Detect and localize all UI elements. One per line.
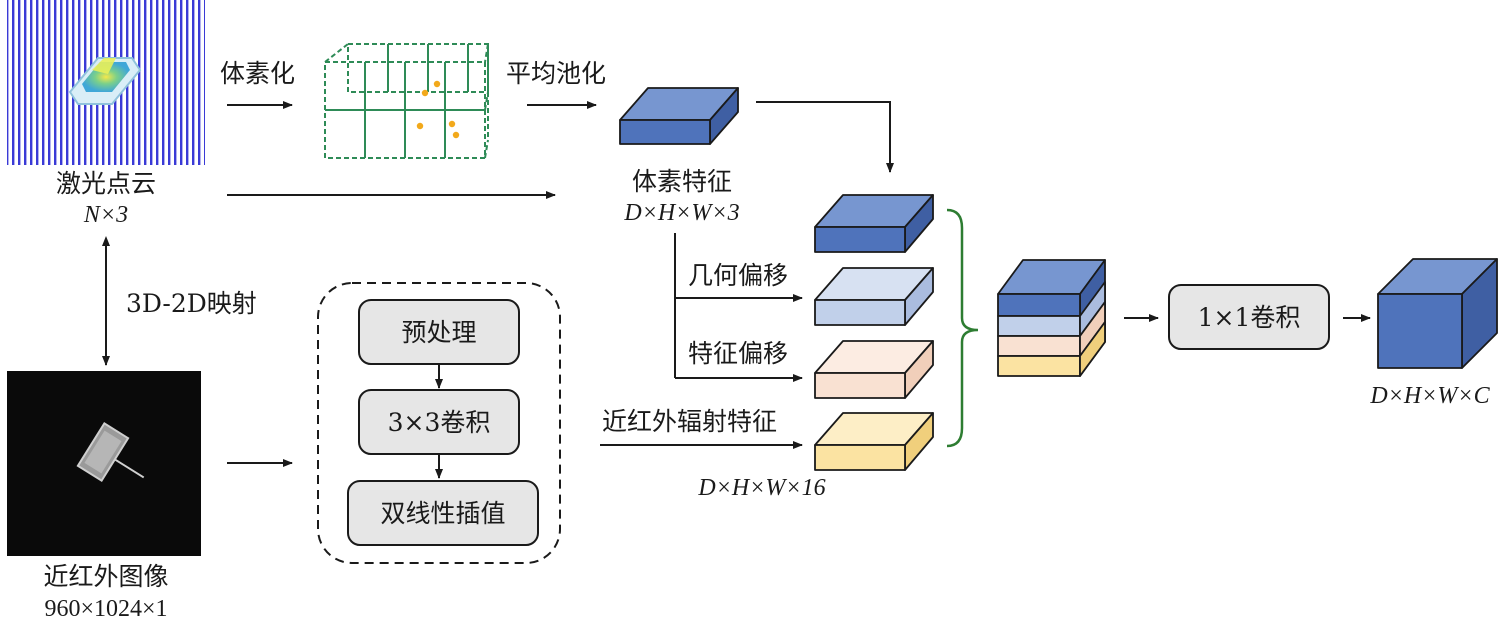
- nir-image: [7, 371, 201, 556]
- nir-feature-slab: [814, 412, 934, 471]
- voxel-grid: [324, 43, 489, 159]
- bilinear-box: [347, 480, 539, 546]
- conv1x1-label: 1×1卷积: [1198, 303, 1301, 332]
- proc-group: [317, 282, 561, 564]
- concat-brace: [946, 208, 979, 448]
- voxelize-label: 体素化: [220, 59, 295, 88]
- geo-offset-slab: [814, 267, 934, 326]
- geo-offset-label: 几何偏移: [688, 261, 788, 290]
- voxel-feature-slab: [814, 194, 934, 253]
- bilinear-label: 双线性插值: [380, 499, 505, 528]
- feat-offset-slab: [814, 340, 934, 399]
- feat-offset-label: 特征偏移: [688, 339, 788, 368]
- point-cloud-title: 激光点云: [56, 169, 156, 198]
- nir-feature-dims: D×H×W×16: [697, 475, 825, 501]
- mapping-label: 3D-2D映射: [126, 289, 257, 318]
- voxel-points: [416, 80, 460, 139]
- point-cloud-image: [7, 0, 205, 165]
- conv3x3-label: 3×3卷积: [388, 408, 491, 437]
- nir-image-title: 近红外图像: [43, 562, 168, 591]
- nir-feature-label: 近红外辐射特征: [602, 407, 777, 436]
- voxel-to-stack-arrow: [756, 101, 894, 173]
- output-cube: [1377, 258, 1498, 369]
- voxel-feature-dims: D×H×W×3: [623, 200, 739, 226]
- nir-image-dims: 960×1024×1: [44, 596, 167, 622]
- voxel-feature-title: 体素特征: [632, 167, 732, 196]
- output-dims: D×H×W×C: [1369, 383, 1490, 409]
- point-cloud-dims: N×3: [83, 202, 128, 228]
- voxel-feature-cuboid: [619, 87, 739, 145]
- preprocess-label: 预处理: [401, 318, 476, 347]
- conv1x1-box: [1168, 284, 1330, 350]
- avgpool-label: 平均池化: [506, 59, 606, 88]
- concat-stack: [997, 259, 1106, 377]
